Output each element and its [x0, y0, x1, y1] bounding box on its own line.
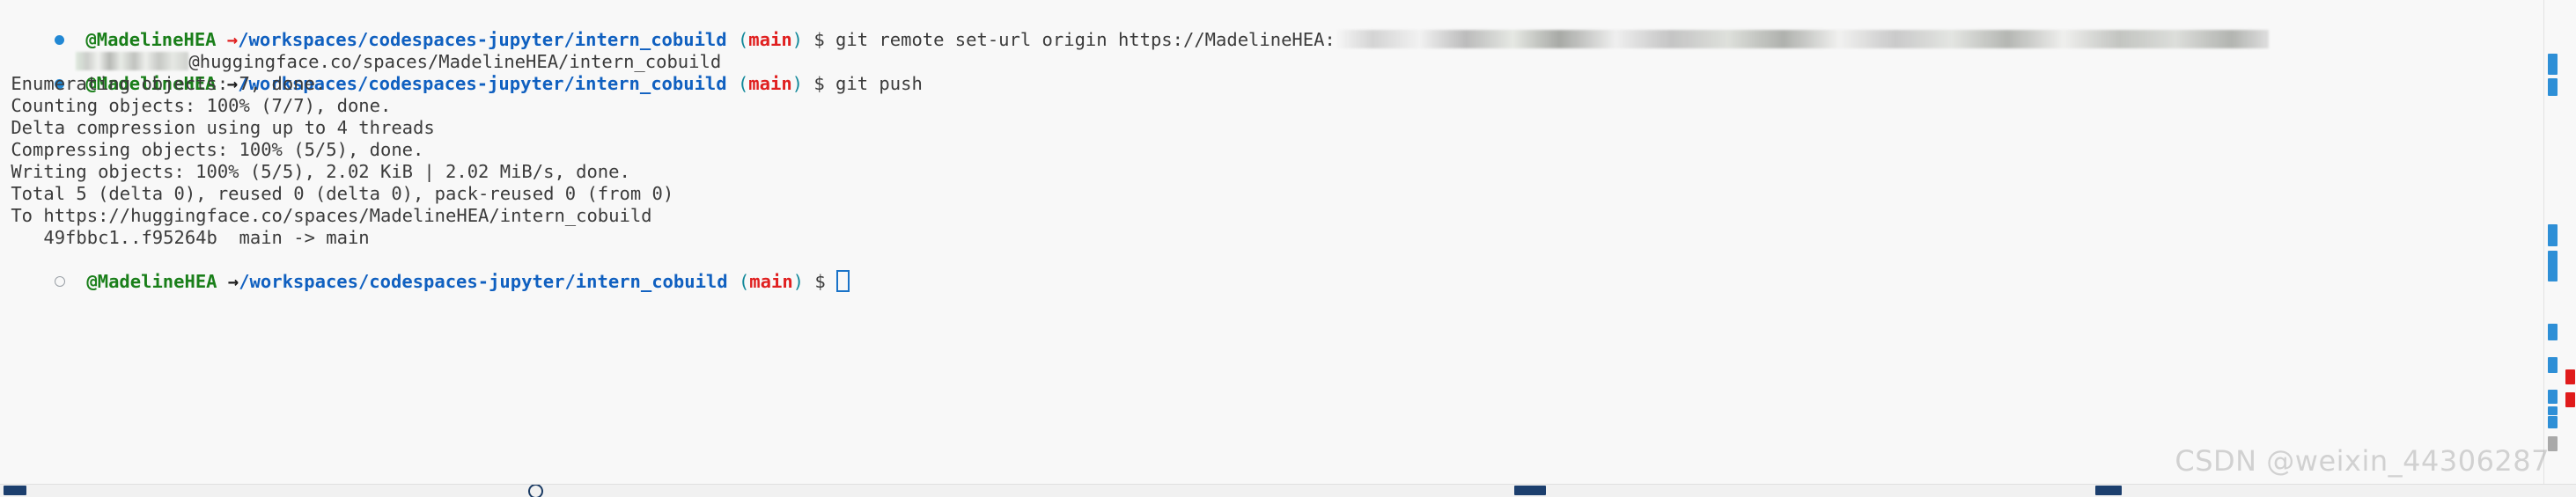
- terminal-line-prompt-1[interactable]: @MadelineHEA →/workspaces/codespaces-jup…: [0, 7, 2269, 50]
- prompt-paren-open: (: [737, 73, 749, 94]
- status-bullet-icon: [54, 34, 64, 45]
- minimap-mark-9[interactable]: [2548, 416, 2558, 428]
- status-chip-right[interactable]: [2095, 486, 2122, 495]
- minimap-mark-8[interactable]: [2548, 406, 2558, 415]
- prompt-branch: main: [749, 271, 793, 292]
- command-text-1: git remote set-url origin https://Madeli…: [824, 29, 1336, 50]
- prompt-branch: main: [748, 73, 792, 94]
- prompt-paren-open: (: [737, 29, 749, 50]
- prompt-branch: main: [748, 29, 792, 50]
- minimap-mark-4[interactable]: [2548, 251, 2558, 281]
- terminal-line-prompt-3[interactable]: @MadelineHEA →/workspaces/codespaces-jup…: [0, 249, 850, 292]
- terminal-line-prompt-2[interactable]: @MadelineHEA →/workspaces/codespaces-jup…: [0, 51, 923, 94]
- minimap-mark-red-1[interactable]: [2565, 369, 2575, 384]
- prompt-dollar: $: [813, 29, 825, 50]
- prompt-paren-close: ): [792, 271, 805, 292]
- prompt-path: /workspaces/codespaces-jupyter/intern_co…: [239, 271, 728, 292]
- redacted-token-1: [1335, 29, 2269, 48]
- status-bar[interactable]: [0, 484, 2576, 497]
- minimap-mark-6[interactable]: [2548, 357, 2558, 373]
- terminal-output-line: To https://huggingface.co/spaces/Madelin…: [0, 205, 652, 226]
- status-circle-icon[interactable]: [528, 485, 543, 497]
- terminal-output-line: Compressing objects: 100% (5/5), done.: [0, 139, 424, 160]
- terminal-output-line: 49fbbc1..f95264b main -> main: [0, 227, 370, 248]
- minimap-overview-ruler[interactable]: [2543, 0, 2576, 497]
- prompt-dollar: $: [814, 271, 826, 292]
- minimap-mark-3[interactable]: [2548, 224, 2558, 246]
- wrap-text-1: @huggingface.co/spaces/MadelineHEA/inter…: [188, 51, 722, 72]
- watermark-text: CSDN @weixin_44306287: [2175, 444, 2550, 478]
- terminal-line-wrap-1: @huggingface.co/spaces/MadelineHEA/inter…: [0, 29, 721, 72]
- redacted-token-2: [76, 51, 189, 70]
- prompt-dollar: $: [813, 73, 825, 94]
- status-bullet-icon: [54, 78, 64, 89]
- minimap-mark-2[interactable]: [2548, 78, 2558, 96]
- minimap-mark-7[interactable]: [2548, 390, 2558, 404]
- prompt-path: /workspaces/codespaces-jupyter/intern_co…: [238, 29, 727, 50]
- clipped-previous-line: rn_cobuild (main) $ git ...: [0, 0, 2412, 4]
- terminal-output-line: Total 5 (delta 0), reused 0 (delta 0), p…: [0, 183, 674, 204]
- terminal-output-line: Enumerating objects: 7, done.: [0, 73, 327, 94]
- prompt-paren-close: ): [791, 73, 804, 94]
- prompt-path: /workspaces/codespaces-jupyter/intern_co…: [238, 73, 727, 94]
- text-cursor[interactable]: [836, 269, 850, 292]
- minimap-mark-10[interactable]: [2548, 436, 2558, 451]
- terminal-output-line: Counting objects: 100% (7/7), done.: [0, 95, 392, 116]
- status-bullet-idle-icon: [54, 276, 65, 287]
- prompt-user: @MadelineHEA: [85, 73, 217, 94]
- minimap-mark-1[interactable]: [2548, 54, 2558, 75]
- terminal-output-line: Delta compression using up to 4 threads: [0, 117, 435, 138]
- prompt-arrow-icon: →: [226, 73, 239, 94]
- prompt-arrow-icon: →: [227, 271, 239, 292]
- prompt-user: @MadelineHEA: [86, 271, 217, 292]
- prompt-paren-open: (: [738, 271, 750, 292]
- status-chip-mid[interactable]: [1514, 486, 1546, 495]
- command-text-2: git push: [824, 73, 923, 94]
- terminal-output-line: Writing objects: 100% (5/5), 2.02 KiB | …: [0, 161, 630, 182]
- minimap-mark-5[interactable]: [2548, 324, 2558, 340]
- prompt-arrow-icon: →: [226, 29, 239, 50]
- prompt-user: @MadelineHEA: [85, 29, 217, 50]
- prompt-paren-close: ): [791, 29, 804, 50]
- status-chip-left[interactable]: [4, 486, 26, 495]
- minimap-mark-red-2[interactable]: [2565, 392, 2575, 407]
